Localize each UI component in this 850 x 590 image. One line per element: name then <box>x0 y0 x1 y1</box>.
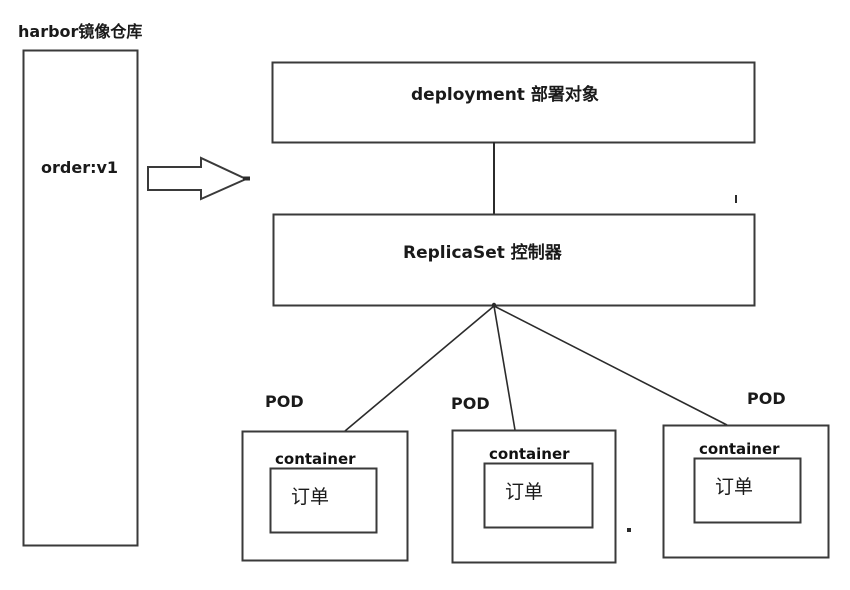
connector-replicaset-pod-3 <box>493 305 728 426</box>
deployment-box[interactable] <box>271 61 756 144</box>
pod-box-2[interactable] <box>451 429 617 564</box>
pod-label-3: POD <box>747 389 786 408</box>
harbor-registry-box[interactable] <box>22 49 139 547</box>
app-label-2: 订单 <box>505 481 544 503</box>
connector-replicaset-pod-2 <box>493 305 516 431</box>
connector-replicaset-pod-1 <box>344 305 495 432</box>
pod-label-2: POD <box>451 394 490 413</box>
registry-image-label: order:v1 <box>41 158 119 177</box>
container-box-2[interactable] <box>483 462 594 529</box>
app-label-1: 订单 <box>291 486 330 508</box>
stray-dot-mark <box>627 528 631 532</box>
replicaset-box[interactable] <box>272 213 756 307</box>
deployment-label: deployment 部署对象 <box>411 85 599 105</box>
flow-arrow-tip-dot <box>243 176 250 181</box>
container-label-1: container <box>275 450 356 468</box>
container-box-3[interactable] <box>693 457 802 524</box>
pod-box-3[interactable] <box>662 424 830 559</box>
pod-box-1[interactable] <box>241 430 409 562</box>
diagram-title: harbor镜像仓库 <box>18 22 143 41</box>
container-label-2: container <box>489 445 570 463</box>
connector-junction-dot <box>491 302 497 308</box>
container-box-1[interactable] <box>269 467 378 534</box>
replicaset-label: ReplicaSet 控制器 <box>403 243 562 263</box>
pod-label-1: POD <box>265 392 304 411</box>
app-label-3: 订单 <box>715 476 754 498</box>
flow-arrow-icon <box>147 156 249 201</box>
container-label-3: container <box>699 440 780 458</box>
